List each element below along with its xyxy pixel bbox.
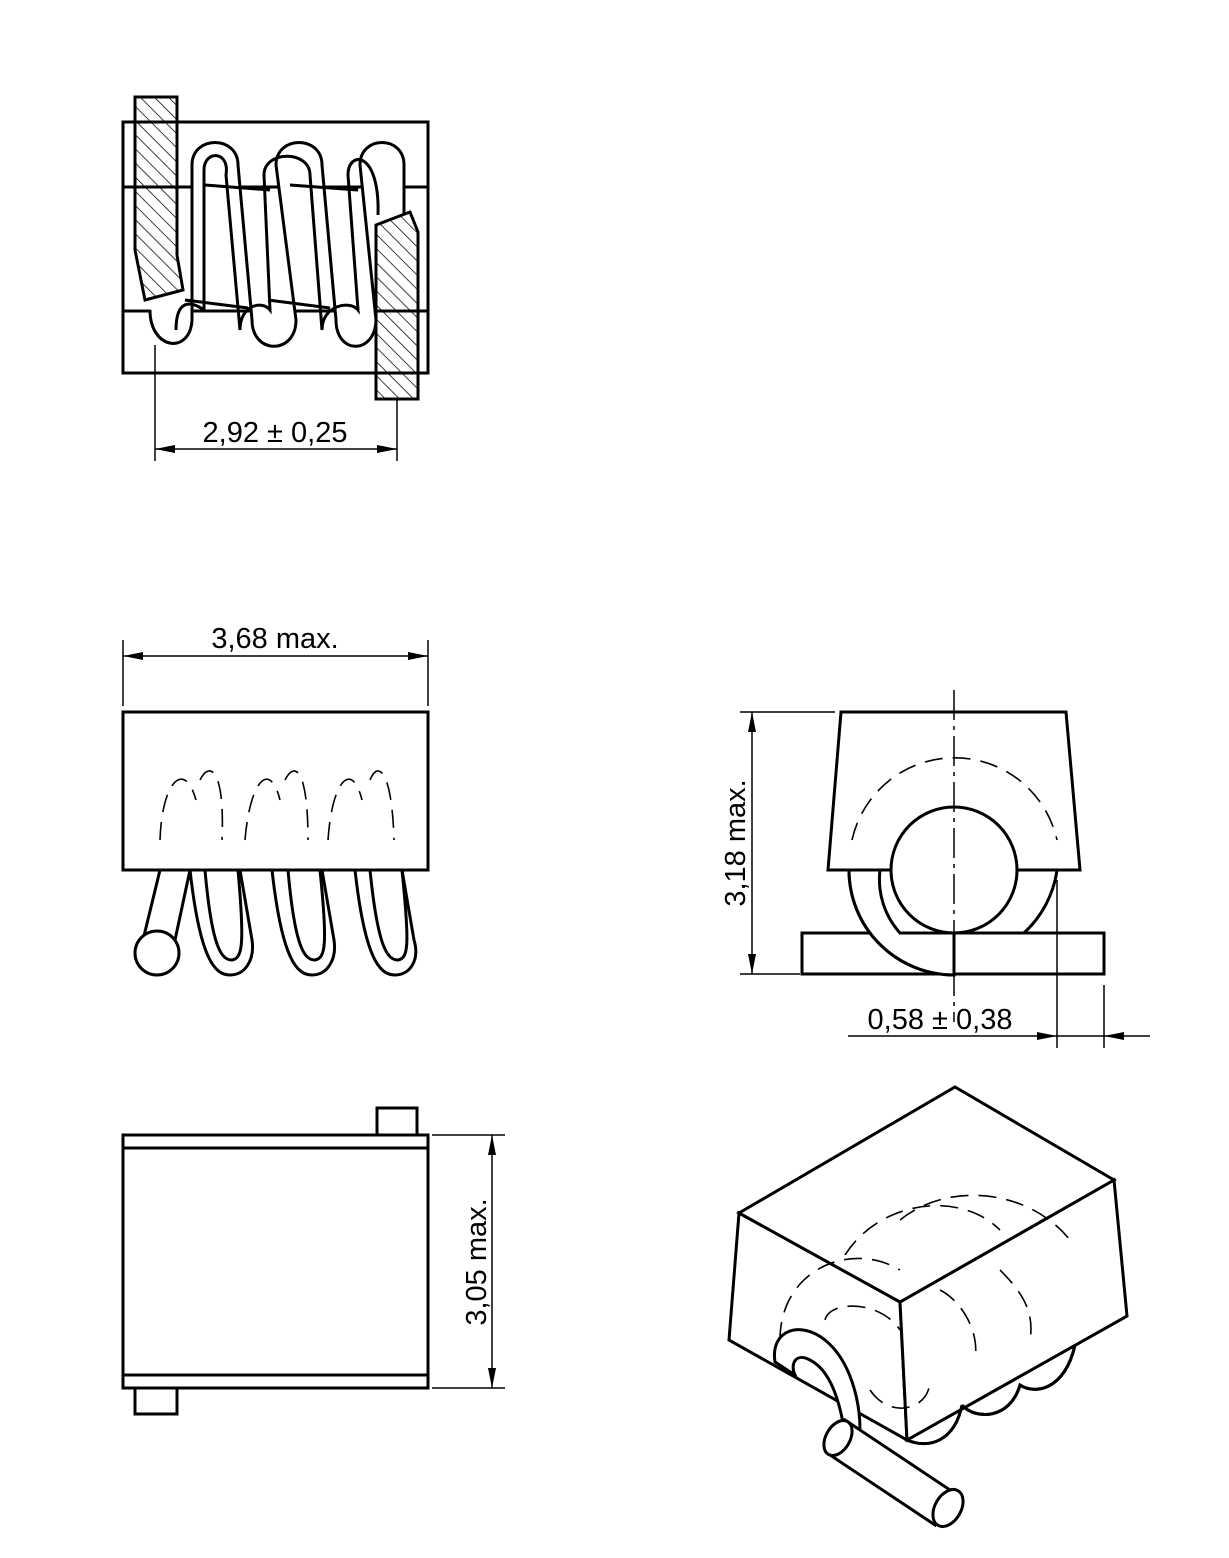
dimension-label-bottom: 3,05 max.: [461, 1198, 493, 1325]
side-view: 3,18 max. 0,58 ± 0,38: [720, 690, 1150, 1048]
hidden-coil: [779, 1194, 1071, 1409]
dimension-label-front: 3,68 max.: [211, 623, 338, 655]
coil-winding: [133, 770, 418, 977]
lead-wire: [773, 1328, 965, 1528]
coil-core: [889, 805, 1019, 935]
front-view: 3,68 max.: [121, 623, 430, 977]
lead-end: [931, 1488, 965, 1528]
dimension-label-top: 2,92 ± 0,25: [203, 417, 348, 449]
terminal-tab-bottom: [133, 1386, 179, 1416]
body-outline: [121, 1133, 430, 1390]
top-view: 2,92 ± 0,25: [121, 95, 430, 461]
terminal-tab-top: [375, 1106, 419, 1137]
body-outline: [121, 710, 430, 872]
bottom-view: 3,05 max.: [121, 1106, 505, 1416]
lead-end: [133, 929, 181, 977]
right-terminal: [374, 210, 420, 401]
top-face: [735, 1085, 1117, 1304]
isometric-view: [727, 1085, 1129, 1528]
dimension-label-offset: 0,58 ± 0,38: [868, 1004, 1013, 1036]
dimension-label-height: 3,18 max.: [720, 779, 752, 906]
left-terminal: [133, 95, 185, 302]
coil-winding: [148, 141, 406, 348]
